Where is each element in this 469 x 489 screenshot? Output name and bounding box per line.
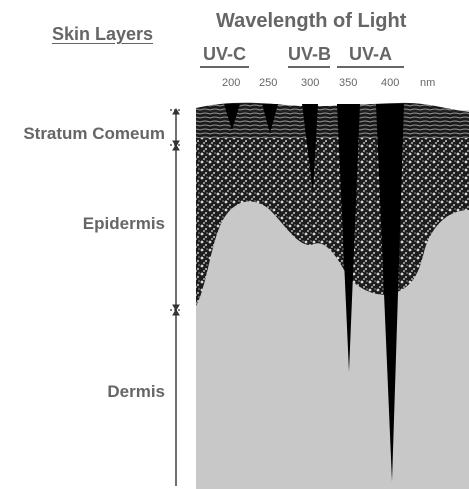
epidermis-label: Epidermis <box>82 214 165 233</box>
dermis-label: Dermis <box>107 382 165 401</box>
uvc-250-ray <box>262 104 278 133</box>
tick-nm: nm <box>420 77 436 89</box>
skin-layers-title: Skin Layers <box>52 24 154 44</box>
uvc-band-label: UV-C <box>200 43 249 68</box>
layer-scale-bracket <box>170 108 182 486</box>
uva-350-ray <box>337 104 360 372</box>
uvb-band-label: UV-B <box>288 43 331 68</box>
uva-band-label: UV-A <box>337 43 404 68</box>
uva-400-ray <box>376 104 404 482</box>
stratum-corneum-label: Stratum Comeum <box>23 124 165 143</box>
tick-350: 350 <box>339 77 358 89</box>
dermis-region <box>196 201 469 489</box>
tick-200: 200 <box>222 77 241 89</box>
wavelength-title: Wavelength of Light <box>216 10 407 32</box>
tick-250: 250 <box>259 77 278 89</box>
uvb-300-ray <box>302 104 318 192</box>
uvc-200-ray <box>224 104 240 130</box>
uv-penetration-rays <box>224 104 404 482</box>
tick-400: 400 <box>381 77 400 89</box>
tick-300: 300 <box>301 77 320 89</box>
